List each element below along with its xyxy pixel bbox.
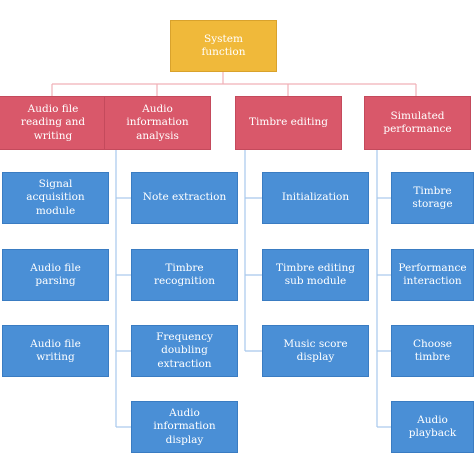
leaf-initialization: Initialization	[262, 172, 369, 224]
leaf-choose-timbre: Choose timbre	[391, 325, 474, 377]
category-audio-file-reading-writing: Audio file reading and writing	[0, 96, 110, 150]
leaf-signal-acquisition-module: Signal acquisition module	[2, 172, 109, 224]
leaf-audio-file-writing: Audio file writing	[2, 325, 109, 377]
leaf-performance-interaction: Performance interaction	[391, 249, 474, 301]
category-simulated-performance: Simulated performance	[364, 96, 471, 150]
leaf-music-score-display: Music score display	[262, 325, 369, 377]
leaf-audio-file-parsing: Audio file parsing	[2, 249, 109, 301]
leaf-connectors	[115, 150, 391, 428]
leaf-audio-playback: Audio playback	[391, 401, 474, 453]
category-audio-information-analysis: Audio information analysis	[104, 96, 211, 150]
category-timbre-editing: Timbre editing	[235, 96, 342, 150]
leaf-timbre-editing-sub-module: Timbre editing sub module	[262, 249, 369, 301]
leaf-timbre-recognition: Timbre recognition	[131, 249, 238, 301]
leaf-timbre-storage: Timbre storage	[391, 172, 474, 224]
leaf-audio-information-display: Audio information display	[131, 401, 238, 453]
leaf-frequency-doubling-extraction: Frequency doubling extraction	[131, 325, 238, 377]
root-connectors	[51, 72, 417, 96]
leaf-note-extraction: Note extraction	[131, 172, 238, 224]
root-system-function: System function	[170, 20, 277, 72]
